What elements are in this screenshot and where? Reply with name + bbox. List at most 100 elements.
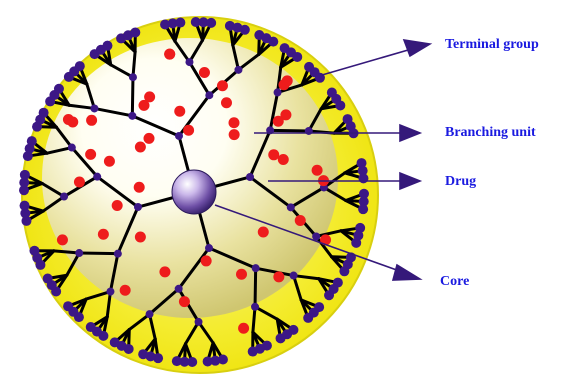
terminal-group-dot-icon xyxy=(43,274,53,284)
branch-segment xyxy=(132,77,133,116)
branching-unit-node xyxy=(129,73,137,81)
drug-red-dot-icon xyxy=(278,79,289,90)
terminal-group-arrow xyxy=(322,48,415,75)
terminal-group-dot-icon xyxy=(20,201,30,211)
drug-red-dot-icon xyxy=(144,91,155,102)
drug-red-dot-icon xyxy=(164,49,175,60)
terminal-group-dot-icon xyxy=(335,100,345,110)
branching-unit-node xyxy=(175,285,183,293)
terminal-group-dot-icon xyxy=(63,301,73,311)
branching-unit-node xyxy=(246,173,254,181)
branching-unit-arrowhead xyxy=(400,125,420,141)
branching-unit-node xyxy=(287,203,295,211)
drug-red-dot-icon xyxy=(174,106,185,117)
drug-red-dot-icon xyxy=(112,200,123,211)
core-arrowhead xyxy=(393,265,420,280)
drug-red-dot-icon xyxy=(85,149,96,160)
drug-red-dot-icon xyxy=(134,182,145,193)
terminal-group-dot-icon xyxy=(292,52,302,62)
branching-unit-node xyxy=(60,193,68,201)
terminal-group-dot-icon xyxy=(20,170,30,180)
branching-unit-node xyxy=(128,112,136,120)
branching-unit-node xyxy=(68,144,76,152)
branching-unit-node xyxy=(274,88,282,96)
drug-red-dot-icon xyxy=(295,215,306,226)
drug-red-dot-icon xyxy=(278,154,289,165)
core xyxy=(172,170,216,214)
terminal-group-dot-icon xyxy=(339,266,349,276)
terminal-group-dot-icon xyxy=(203,356,213,366)
drug-red-dot-icon xyxy=(57,234,68,245)
core-sphere-icon xyxy=(172,170,216,214)
terminal-group-dot-icon xyxy=(358,173,368,183)
terminal-group-label: Terminal group xyxy=(445,37,539,53)
drug-red-dot-icon xyxy=(135,142,146,153)
branching-unit-node xyxy=(195,318,203,326)
drug-red-dot-icon xyxy=(179,296,190,307)
terminal-group-dot-icon xyxy=(110,337,120,347)
drug-red-dot-icon xyxy=(104,156,115,167)
drug-red-dot-icon xyxy=(120,285,131,296)
drug-red-dot-icon xyxy=(229,117,240,128)
branch-segment xyxy=(79,253,118,254)
terminal-group-dot-icon xyxy=(86,322,96,332)
branching-unit-node xyxy=(251,303,259,311)
drug-red-dot-icon xyxy=(63,114,74,125)
branching-unit-node xyxy=(146,310,154,318)
drug-red-dot-icon xyxy=(199,67,210,78)
branching-unit-node xyxy=(252,264,260,272)
branch-segment xyxy=(270,130,309,131)
branching-unit-node xyxy=(312,232,320,240)
terminal-group-dot-icon xyxy=(172,356,182,366)
terminal-group-dot-icon xyxy=(324,290,334,300)
branching-unit-node xyxy=(185,58,193,66)
drug-red-dot-icon xyxy=(229,129,240,140)
terminal-group-dot-icon xyxy=(75,61,85,71)
branching-unit-node xyxy=(175,132,183,140)
terminal-group-dot-icon xyxy=(240,25,250,35)
terminal-group-dot-icon xyxy=(248,347,258,357)
terminal-group-dot-icon xyxy=(351,238,361,248)
drug-red-dot-icon xyxy=(217,80,228,91)
terminal-group-arrowhead xyxy=(404,40,430,56)
drug-red-dot-icon xyxy=(74,176,85,187)
drug-red-dot-icon xyxy=(273,116,284,127)
branch-segment xyxy=(255,268,256,307)
terminal-group-dot-icon xyxy=(138,349,148,359)
drug-arrowhead xyxy=(400,173,420,189)
drug-red-dot-icon xyxy=(86,115,97,126)
terminal-group-dot-icon xyxy=(130,27,140,37)
terminal-group-dot-icon xyxy=(206,18,216,28)
branching-unit-node xyxy=(114,250,122,258)
branching-unit-label: Branching unit xyxy=(445,125,536,141)
branching-unit-node xyxy=(106,288,114,296)
branching-unit-node xyxy=(90,104,98,112)
branching-unit-node xyxy=(75,249,83,257)
drug-red-dot-icon xyxy=(236,269,247,280)
drug-red-dot-icon xyxy=(273,271,284,282)
core-label: Core xyxy=(440,274,469,290)
terminal-group-dot-icon xyxy=(27,136,37,146)
terminal-group-dot-icon xyxy=(303,313,313,323)
terminal-group-dot-icon xyxy=(29,246,39,256)
drug-red-dot-icon xyxy=(268,149,279,160)
branching-unit-node xyxy=(205,91,213,99)
drug-red-dot-icon xyxy=(201,255,212,266)
terminal-group-dot-icon xyxy=(54,84,64,94)
branching-unit-node xyxy=(93,173,101,181)
drug-red-dot-icon xyxy=(159,266,170,277)
drug-red-dot-icon xyxy=(135,231,146,242)
terminal-group-dot-icon xyxy=(358,204,368,214)
terminal-group-dot-icon xyxy=(39,108,49,118)
drug-red-dot-icon xyxy=(258,227,269,238)
branching-unit-node xyxy=(234,66,242,74)
terminal-group-dot-icon xyxy=(276,333,286,343)
drug-red-dot-icon xyxy=(98,229,109,240)
drug-red-dot-icon xyxy=(238,323,249,334)
drug-label: Drug xyxy=(445,174,476,190)
drug-red-dot-icon xyxy=(144,133,155,144)
terminal-group-dot-icon xyxy=(175,18,185,28)
terminal-group-dot-icon xyxy=(102,41,112,51)
terminal-group-dot-icon xyxy=(268,37,278,47)
